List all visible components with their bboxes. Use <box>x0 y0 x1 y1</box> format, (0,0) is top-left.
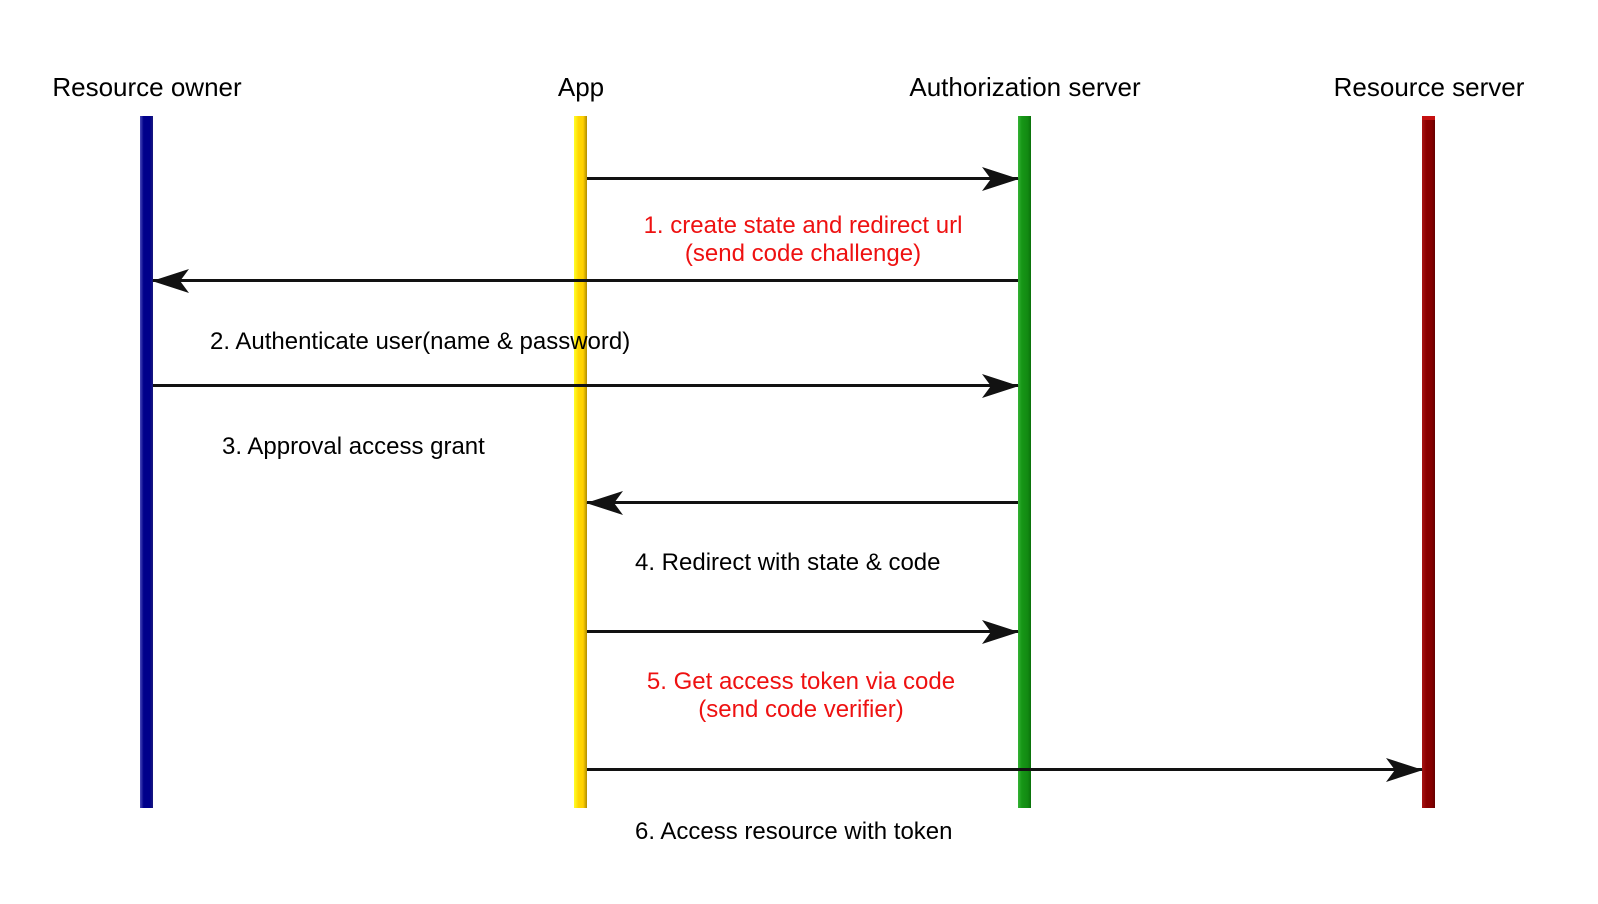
lifeline-bar-authorization-server <box>1018 116 1031 808</box>
lifeline-label-resource-owner: Resource owner <box>52 72 242 102</box>
message-arrow-4-auth-server-to-app <box>586 491 1018 515</box>
lifeline-label-app: App <box>557 72 605 102</box>
message-label-1-line-1: 1. create state and redirect url <box>643 212 963 239</box>
message-label-4: 4. Redirect with state & code <box>635 549 941 576</box>
arrow-shaft <box>587 768 1422 771</box>
message-label-5-line-2: (send code verifier) <box>698 696 904 723</box>
arrow-shaft <box>587 177 1018 180</box>
lifeline-label-resource-server: Resource server <box>1333 72 1525 102</box>
message-arrow-6-app-to-resource-server <box>587 758 1423 782</box>
lifeline-bar-resource-server <box>1422 116 1435 808</box>
message-label-2: 2. Authenticate user(name & password) <box>210 328 631 355</box>
arrow-shaft <box>153 384 1018 387</box>
lifeline-bar-app <box>574 116 587 808</box>
message-label-5: 5. Get access token via code (send code … <box>647 668 955 724</box>
message-arrow-3-resource-owner-to-auth-server <box>153 374 1019 398</box>
message-label-6: 6. Access resource with token <box>635 818 953 845</box>
message-arrow-5-app-to-auth-server <box>587 620 1019 644</box>
message-label-5-line-1: 5. Get access token via code <box>646 668 956 695</box>
message-label-3: 3. Approval access grant <box>222 433 485 460</box>
message-arrow-1-app-to-auth-server <box>587 167 1019 191</box>
arrow-shaft <box>153 279 1018 282</box>
message-label-1-line-2: (send code challenge) <box>684 240 922 267</box>
lifeline-label-authorization-server: Authorization server <box>909 72 1141 102</box>
arrow-shaft <box>587 501 1018 504</box>
message-label-1: 1. create state and redirect url (send c… <box>644 212 963 268</box>
lifeline-bar-resource-owner <box>140 116 153 808</box>
arrow-shaft <box>587 630 1018 633</box>
message-arrow-2-auth-server-to-resource-owner <box>152 269 1018 293</box>
